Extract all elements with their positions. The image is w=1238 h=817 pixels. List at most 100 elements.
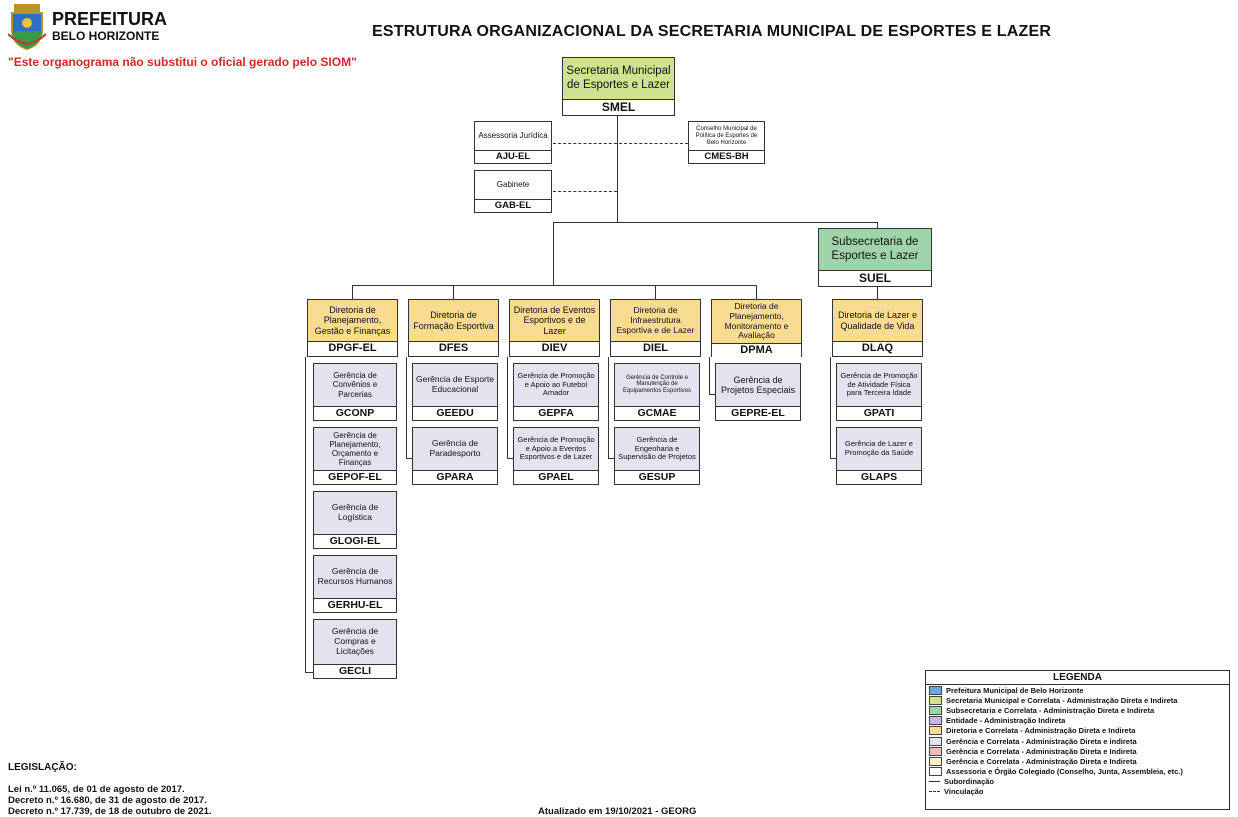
legend-item-subordinacao: Subordinação bbox=[926, 777, 1229, 787]
node-name: Gabinete bbox=[496, 180, 530, 190]
legend-item-vinculacao: Vinculação bbox=[926, 787, 1229, 797]
legend-label: Gerência e Correlata - Administração Dir… bbox=[946, 746, 1137, 756]
node-name: Diretoria de Formação Esportiva bbox=[413, 310, 494, 331]
node-dlaq[interactable]: Diretoria de Lazer e Qualidade de Vida D… bbox=[832, 299, 923, 357]
node-dfes[interactable]: Diretoria de Formação Esportiva DFES bbox=[408, 299, 499, 357]
connector bbox=[406, 458, 412, 459]
node-code: GLOGI-EL bbox=[314, 533, 396, 548]
legend: LEGENDA Prefeitura Municipal de Belo Hor… bbox=[925, 670, 1230, 810]
node-name: Diretoria de Eventos Esportivos e de Laz… bbox=[513, 305, 596, 336]
node-name: Gerência de Esporte Educacional bbox=[416, 374, 494, 394]
legend-label: Secretaria Municipal e Correlata - Admin… bbox=[946, 695, 1178, 705]
node-dpma[interactable]: Diretoria de Planejamento, Monitoramento… bbox=[711, 299, 802, 358]
node-code: GEPRE-EL bbox=[716, 405, 800, 420]
node-name: Gerência de Lazer e Promoção da Saúde bbox=[844, 439, 914, 457]
node-code: GEEDU bbox=[413, 405, 497, 420]
node-gerhu[interactable]: Gerência de Recursos Humanos GERHU-EL bbox=[313, 555, 397, 613]
node-glogi[interactable]: Gerência de Logística GLOGI-EL bbox=[313, 491, 397, 549]
node-suel[interactable]: Subsecretaria de Esportes e Lazer SUEL bbox=[818, 228, 932, 287]
node-name: Gerência de Logística bbox=[331, 502, 379, 522]
legend-label: Subordinação bbox=[944, 777, 995, 787]
node-gpara[interactable]: Gerência de Paradesporto GPARA bbox=[412, 427, 498, 485]
node-glaps[interactable]: Gerência de Lazer e Promoção da Saúde GL… bbox=[836, 427, 922, 485]
node-gepof[interactable]: Gerência de Planejamento, Orçamento e Fi… bbox=[313, 427, 397, 485]
node-code: GPATI bbox=[837, 405, 921, 420]
legend-item: Gerência e Correlata - Administração Dir… bbox=[926, 756, 1229, 766]
node-code: DLAQ bbox=[833, 341, 922, 356]
node-dpgf[interactable]: Diretoria de Planejamento, Gestão e Fina… bbox=[307, 299, 398, 357]
node-gcmae[interactable]: Gerência de Controle e Manutenção de Equ… bbox=[614, 363, 700, 421]
node-code: GAB-EL bbox=[475, 199, 551, 212]
node-code: DIEV bbox=[510, 341, 599, 356]
node-code: GPAEL bbox=[514, 469, 598, 484]
node-smel[interactable]: Secretaria Municipal de Esportes e Lazer… bbox=[562, 57, 675, 116]
legend-label: Entidade - Administração Indireta bbox=[946, 716, 1066, 726]
node-name: Gerência de Controle e Manutenção de Equ… bbox=[622, 374, 692, 395]
city-logo bbox=[7, 4, 47, 51]
node-code: GLAPS bbox=[837, 469, 921, 484]
node-code: AJU-EL bbox=[475, 150, 551, 163]
node-code: GERHU-EL bbox=[314, 597, 396, 612]
legend-label: Diretoria e Correlata - Administração Di… bbox=[946, 726, 1136, 736]
node-code: SUEL bbox=[819, 270, 931, 286]
link-line bbox=[553, 191, 617, 192]
node-gepre[interactable]: Gerência de Projetos Especiais GEPRE-EL bbox=[715, 363, 801, 421]
legend-title: LEGENDA bbox=[926, 671, 1229, 685]
node-name: Secretaria Municipal de Esportes e Lazer bbox=[566, 65, 671, 91]
node-code: SMEL bbox=[563, 99, 674, 115]
connector bbox=[553, 222, 554, 286]
link-line bbox=[553, 143, 688, 144]
node-cmes[interactable]: Conselho Municipal de Política de Esport… bbox=[688, 121, 765, 164]
color-swatch-icon bbox=[929, 685, 942, 695]
node-name: Assessoria Jurídica bbox=[478, 131, 548, 141]
logo-title: PREFEITURA bbox=[52, 9, 168, 29]
color-swatch-icon bbox=[929, 695, 942, 705]
law-item: Lei n.º 11.065, de 01 de agosto de 2017. bbox=[8, 784, 185, 795]
color-swatch-icon bbox=[929, 716, 942, 726]
connector bbox=[305, 672, 313, 673]
node-gpael[interactable]: Gerência de Promoção e Apoio a Eventos E… bbox=[513, 427, 599, 485]
color-swatch-icon bbox=[929, 705, 942, 715]
dashed-line-icon bbox=[929, 791, 940, 793]
node-gconp[interactable]: Gerência de Convênios e Parcerias GCONP bbox=[313, 363, 397, 421]
node-name: Conselho Municipal de Política de Esport… bbox=[695, 125, 758, 146]
node-code: CMES-BH bbox=[689, 150, 764, 163]
node-gecli[interactable]: Gerência de Compras e Licitações GECLI bbox=[313, 619, 397, 679]
connector bbox=[756, 285, 757, 299]
node-name: Subsecretaria de Esportes e Lazer bbox=[831, 236, 919, 262]
node-name: Diretoria de Planejamento, Gestão e Fina… bbox=[314, 305, 391, 336]
node-diel[interactable]: Diretoria de Infraestrutura Esportiva e … bbox=[610, 299, 701, 357]
node-geedu[interactable]: Gerência de Esporte Educacional GEEDU bbox=[412, 363, 498, 421]
node-code: GCONP bbox=[314, 405, 396, 420]
node-code: GCMAE bbox=[615, 405, 699, 420]
connector bbox=[608, 458, 614, 459]
legend-item: Gerência e Correlata - Administração Dir… bbox=[926, 746, 1229, 756]
node-name: Diretoria de Lazer e Qualidade de Vida bbox=[837, 310, 918, 331]
color-swatch-icon bbox=[929, 756, 942, 766]
node-diev[interactable]: Diretoria de Eventos Esportivos e de Laz… bbox=[509, 299, 600, 357]
node-code: DPMA bbox=[712, 343, 801, 358]
node-name: Gerência de Recursos Humanos bbox=[317, 566, 393, 586]
node-code: GEPFA bbox=[514, 405, 598, 420]
node-code: DFES bbox=[409, 341, 498, 356]
connector bbox=[709, 394, 715, 395]
legend-label: Prefeitura Municipal de Belo Horizonte bbox=[946, 685, 1084, 695]
node-aju[interactable]: Assessoria Jurídica AJU-EL bbox=[474, 121, 552, 164]
node-gepfa[interactable]: Gerência de Promoção e Apoio ao Futebol … bbox=[513, 363, 599, 421]
connector bbox=[553, 222, 878, 223]
connector bbox=[877, 287, 878, 299]
legend-item: Assessoria e Órgão Colegiado (Conselho, … bbox=[926, 767, 1229, 777]
disclaimer-text: "Este organograma não substitui o oficia… bbox=[8, 55, 357, 69]
node-gab[interactable]: Gabinete GAB-EL bbox=[474, 170, 552, 213]
node-gesup[interactable]: Gerência de Engenharia e Supervisão de P… bbox=[614, 427, 700, 485]
connector bbox=[617, 116, 618, 223]
legend-item: Diretoria e Correlata - Administração Di… bbox=[926, 726, 1229, 736]
node-gpati[interactable]: Gerência de Promoção de Atividade Física… bbox=[836, 363, 922, 421]
node-name: Gerência de Promoção e Apoio a Eventos E… bbox=[517, 435, 595, 462]
legend-item: Entidade - Administração Indireta bbox=[926, 716, 1229, 726]
node-name: Gerência de Planejamento, Orçamento e Fi… bbox=[329, 430, 381, 468]
legend-label: Gerência e Correlata - Administração Dir… bbox=[946, 756, 1137, 766]
node-code: GECLI bbox=[314, 663, 396, 678]
legend-item: Prefeitura Municipal de Belo Horizonte bbox=[926, 685, 1229, 695]
